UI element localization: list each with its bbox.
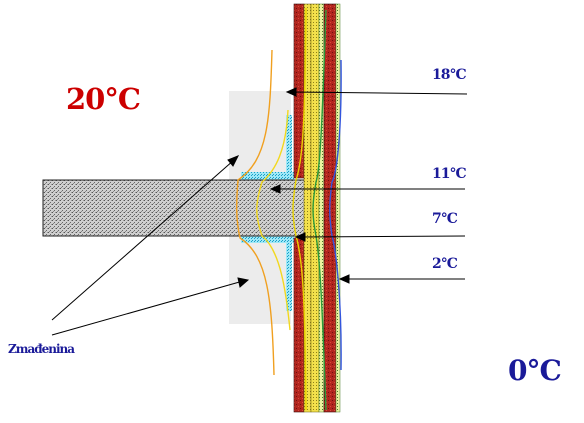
isotherm-lines	[235, 7, 342, 411]
temperature-label-18: 18°C	[432, 67, 467, 83]
arrow-7-head	[294, 232, 306, 242]
arrow-18-head	[285, 87, 297, 97]
arrow-11-head	[269, 184, 281, 194]
temperature-label-7: 7°C	[432, 211, 458, 227]
pointer-arrows	[51, 87, 468, 336]
thermal-insulation-bottom	[241, 235, 294, 243]
isotherm-green	[312, 9, 327, 411]
zone-label: Zmađenina	[8, 342, 75, 356]
arrow-zone-upper-head	[227, 155, 240, 167]
arrow-7	[300, 235, 466, 238]
outer-render	[335, 3, 341, 413]
arrow-zone-lower	[51, 280, 244, 336]
isotherm-orange	[235, 49, 275, 376]
inside-temperature-label: 20°C	[66, 82, 141, 116]
arrow-2-head	[338, 274, 350, 284]
isotherm-yellow-inner	[256, 109, 291, 331]
temperature-label-11: 11°C	[432, 166, 467, 182]
arrow-18	[291, 91, 468, 95]
isotherm-blue	[329, 59, 342, 371]
arrow-zone-upper	[51, 159, 235, 321]
outside-temperature-label: 0°C	[508, 354, 562, 387]
insulation-layer-2	[310, 3, 320, 413]
temperature-label-2: 2°C	[432, 256, 458, 272]
arrow-zone-lower-head	[237, 277, 250, 288]
inner-brick-bottom	[293, 237, 305, 413]
isotherm-yellow	[292, 7, 307, 411]
